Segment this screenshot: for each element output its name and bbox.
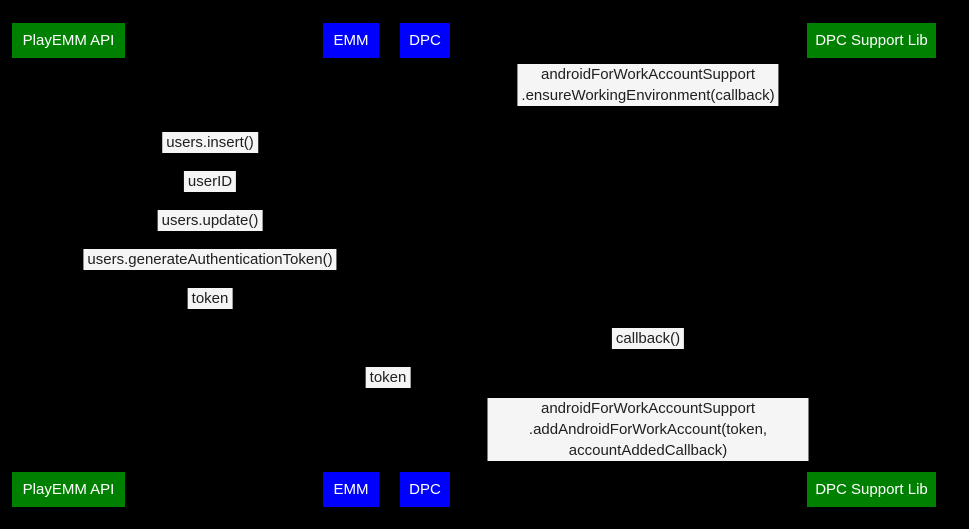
actor-playemm-api-top: PlayEMM API bbox=[12, 23, 125, 58]
message-generate-authentication-token: users.generateAuthenticationToken() bbox=[83, 249, 337, 270]
actor-dpc-bottom: DPC bbox=[400, 472, 450, 507]
message-ensure-working-environment: androidForWorkAccountSupport .ensureWork… bbox=[517, 64, 779, 106]
message-user-id: userID bbox=[183, 171, 237, 192]
message-add-android-for-work-account: androidForWorkAccountSupport .addAndroid… bbox=[487, 398, 809, 461]
actor-emm-top: EMM bbox=[323, 23, 379, 58]
actor-dpc-support-lib-bottom: DPC Support Lib bbox=[807, 472, 936, 507]
actor-dpc-support-lib-top: DPC Support Lib bbox=[807, 23, 936, 58]
message-users-insert: users.insert() bbox=[162, 132, 258, 153]
actor-dpc-top: DPC bbox=[400, 23, 450, 58]
message-token-return: token bbox=[187, 288, 233, 309]
message-callback: callback() bbox=[611, 328, 685, 349]
message-token-forward: token bbox=[365, 367, 411, 388]
actor-emm-bottom: EMM bbox=[323, 472, 379, 507]
actor-playemm-api-bottom: PlayEMM API bbox=[12, 472, 125, 507]
message-users-update: users.update() bbox=[157, 210, 263, 231]
